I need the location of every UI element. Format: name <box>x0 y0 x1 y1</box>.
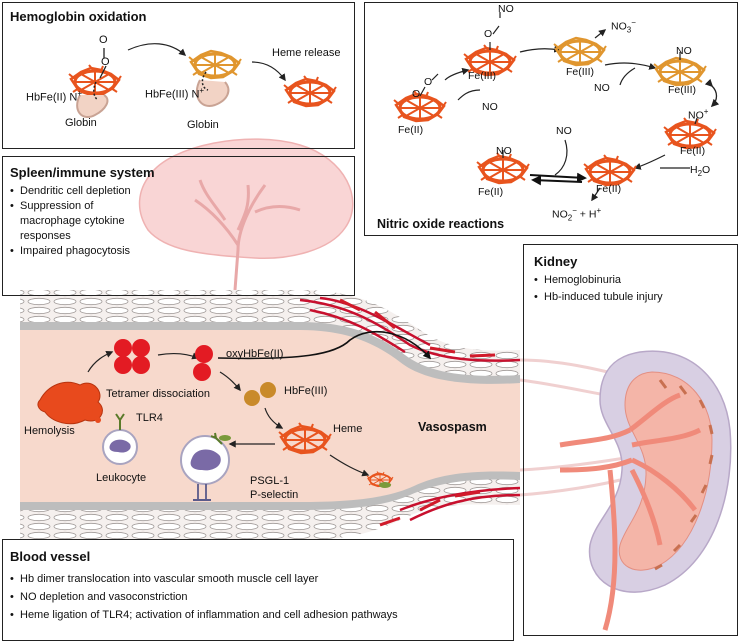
psgl1-label: PSGL-1 <box>250 475 290 487</box>
kidney-bullet: Hemoglobinuria <box>534 272 734 289</box>
pselectin-label: P-selectin <box>250 489 299 501</box>
no-label-f: NO <box>496 145 512 157</box>
hbfe2-text: HbFe(II) <box>26 91 67 104</box>
no-label-top: NO <box>498 3 514 15</box>
fe3-label-c: Fe(III) <box>668 84 696 96</box>
vasospasm-label: Vasospasm <box>418 420 487 434</box>
nitrite-text: NO <box>552 208 568 221</box>
hemoglobin-oxidation-panel: Hemoglobin oxidation <box>2 2 355 149</box>
hemoglobin-oxidation-drawing <box>67 43 338 118</box>
spleen-bullet: Dendritic cell depletion <box>10 184 150 199</box>
blood-vessel-panel: Blood vessel Hb dimer translocation into… <box>2 539 514 641</box>
hbfe2-label: HbFe(II) N+ <box>26 89 82 104</box>
nitrate-sup: − <box>631 18 636 27</box>
fe2-label-a: Fe(II) <box>398 124 424 136</box>
water-label: H2O <box>690 164 710 178</box>
no-label-c: NO <box>594 82 610 94</box>
oxygen-label-a: O <box>424 76 433 88</box>
nitric-oxide-drawing <box>392 12 720 202</box>
oxygen-label-d: O <box>412 88 421 100</box>
nitrite-rest: + H <box>576 208 597 221</box>
heme-vessel-label: Heme <box>333 423 363 435</box>
blood-vessel-title: Blood vessel <box>10 549 91 564</box>
globin-label-1: Globin <box>65 117 97 129</box>
blood-vessel-bullet: NO depletion and vasoconstriction <box>10 588 510 606</box>
spleen-bullet: Impaired phagocytosis <box>10 244 150 259</box>
nitrite-label: NO2− + H+ <box>552 206 601 223</box>
vessel-contents <box>37 330 432 501</box>
tlr4-label: TLR4 <box>136 412 163 424</box>
nitrate-text: NO <box>611 20 627 33</box>
fe2-label-d: Fe(II) <box>596 183 622 195</box>
nitrite-sup: − <box>572 206 577 215</box>
no-plus-label: NO+ <box>688 107 708 122</box>
spleen-bullet: Suppression of macrophage cytokine respo… <box>10 199 150 244</box>
tetramer-dissociation-label: Tetramer dissociation <box>106 388 210 400</box>
spleen-bullets: Dendritic cell depletion Suppression of … <box>10 184 150 259</box>
oxygen-label-top: O <box>99 34 108 46</box>
nitrogen-text: N <box>69 91 78 104</box>
blood-vessel-bullet: Heme ligation of TLR4; activation of inf… <box>10 606 510 624</box>
no-plus-sup: + <box>703 107 709 116</box>
fe2-label-b: Fe(II) <box>680 145 706 157</box>
water-sub: 2 <box>697 169 703 179</box>
nitric-oxide-title: Nitric oxide reactions <box>377 217 505 231</box>
spleen-panel: Spleen/immune system Dendritic cell depl… <box>2 156 355 296</box>
plus-sup: + <box>77 89 83 98</box>
hbfe3-vessel-label: HbFe(III) <box>284 385 328 397</box>
fe3-label-a: Fe(III) <box>468 70 496 82</box>
kidney-bullets: Hemoglobinuria Hb-induced tubule injury <box>534 272 734 306</box>
kidney-bullet: Hb-induced tubule injury <box>534 289 734 306</box>
kidney-title: Kidney <box>534 254 578 269</box>
nitrite-sub: 2 <box>567 213 573 223</box>
spleen-title: Spleen/immune system <box>10 165 155 180</box>
proton-sup: + <box>596 206 602 215</box>
no-label-d: NO <box>676 45 692 57</box>
hemoglobin-oxidation-title: Hemoglobin oxidation <box>10 9 147 24</box>
nitric-oxide-panel: Nitric oxide reactions <box>364 2 738 236</box>
oxygen-label-c: O <box>484 28 493 40</box>
water-o: O <box>702 164 711 176</box>
kidney-panel: Kidney Hemoglobinuria Hb-induced tubule … <box>523 244 738 636</box>
oxyhbfe2-label: oxyHbFe(II) <box>226 348 284 360</box>
fe3-label-b: Fe(III) <box>566 66 594 78</box>
leukocyte-label: Leukocyte <box>96 472 147 484</box>
nitrate-label: NO3− <box>611 18 636 35</box>
no-plus-text: NO <box>688 109 704 122</box>
nitrate-sub: 3 <box>626 25 632 35</box>
fe2-label-c: Fe(II) <box>478 186 504 198</box>
blood-vessel-bullets: Hb dimer translocation into vascular smo… <box>10 570 510 624</box>
no-label-a: NO <box>482 101 498 113</box>
nitrogen-text-2: N <box>191 88 200 101</box>
oxygen-label-mid: O <box>101 56 110 68</box>
plus-sup-2: + <box>199 86 205 95</box>
blood-vessel-bullet: Hb dimer translocation into vascular smo… <box>10 570 510 588</box>
hbfe3-label: HbFe(III) N+ <box>145 86 204 101</box>
no-label-e: NO <box>556 125 572 137</box>
heme-release-label: Heme release <box>272 47 341 59</box>
globin-label-2: Globin <box>187 119 219 131</box>
hbfe3-text: HbFe(III) <box>145 88 189 101</box>
water-h: H <box>690 164 698 176</box>
kidney-illustration <box>559 350 732 631</box>
hemolysis-label: Hemolysis <box>24 425 75 437</box>
